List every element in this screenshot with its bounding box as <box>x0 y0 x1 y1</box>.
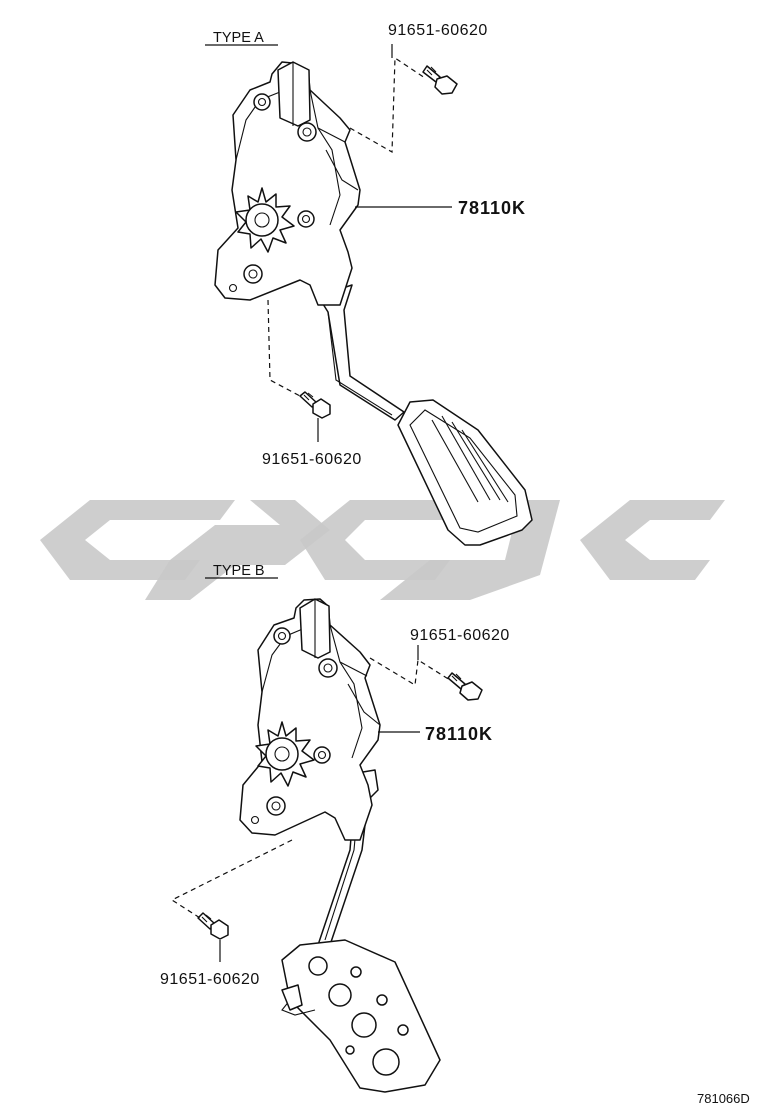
type-b-assembly-number: 78110K <box>425 724 493 744</box>
type-b-bolt-top <box>447 672 483 701</box>
type-b-bolt-bottom <box>197 912 229 940</box>
type-b-group: TYPE B <box>160 563 510 1093</box>
type-a-group: TYPE A <box>205 22 533 546</box>
type-a-guide-bottom <box>267 299 301 397</box>
type-b-pedal-assembly <box>239 598 441 1093</box>
type-b-bolt-bottom-number: 91651-60620 <box>160 971 260 988</box>
type-a-pedal-assembly <box>214 61 533 546</box>
type-a-guide-top <box>349 56 426 154</box>
type-b-guide-top <box>369 657 451 686</box>
type-a-bolt-top-number: 91651-60620 <box>388 22 488 39</box>
type-a-bolt-bottom-number: 91651-60620 <box>262 451 362 468</box>
type-a-title: TYPE A <box>213 30 264 46</box>
figure-code: 781066D <box>697 1091 750 1106</box>
watermark-logo <box>40 500 725 600</box>
type-a-bolt-top <box>422 65 458 95</box>
type-a-bolt-bottom <box>299 391 331 419</box>
type-a-sensor-gear <box>235 187 295 253</box>
type-b-guide-bottom <box>170 839 293 919</box>
type-a-assembly-number: 78110K <box>458 198 526 218</box>
type-b-sensor-gear <box>255 721 315 787</box>
type-b-pedal-holes <box>308 956 409 1076</box>
type-b-bolt-top-number: 91651-60620 <box>410 627 510 644</box>
type-b-title: TYPE B <box>213 563 265 579</box>
